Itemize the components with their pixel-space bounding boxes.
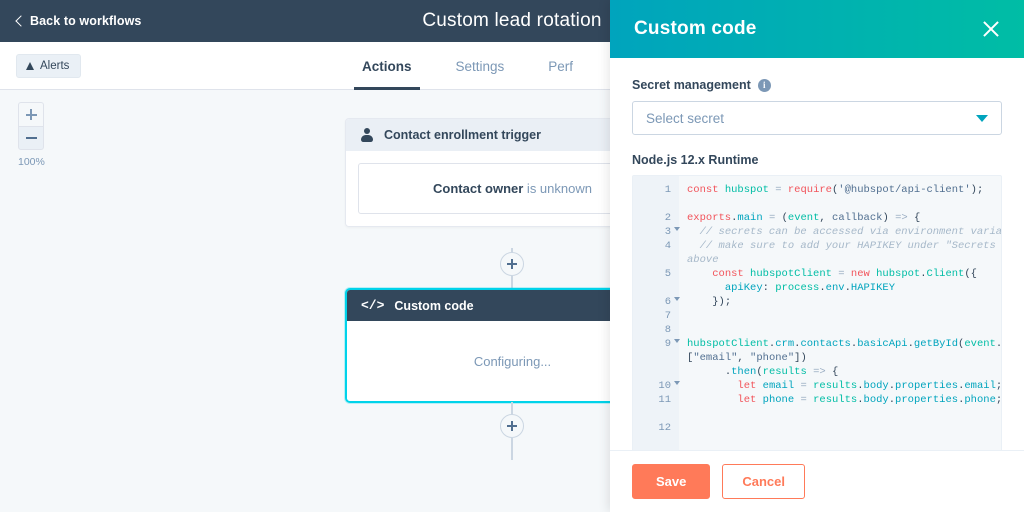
- panel-footer: Save Cancel: [610, 450, 1024, 512]
- secret-management-label: Secret management i: [632, 78, 1002, 92]
- back-to-workflows-link[interactable]: Back to workflows: [14, 14, 141, 28]
- tab-actions-label: Actions: [362, 58, 412, 74]
- editor-line-number: 10: [633, 379, 680, 393]
- editor-code-line: [687, 197, 1001, 211]
- fold-caret-icon[interactable]: [674, 227, 680, 231]
- editor-code-line: });: [712, 296, 732, 308]
- editor-line-number: [633, 351, 679, 365]
- secret-management-text: Secret management: [632, 78, 751, 92]
- cancel-button[interactable]: Cancel: [722, 464, 806, 499]
- minus-icon: [25, 137, 37, 139]
- zoom-level-label: 100%: [18, 156, 45, 168]
- editor-line-number: 8: [664, 324, 671, 336]
- editor-code-line: .then(results => {: [724, 366, 839, 378]
- connector-line-4: [511, 438, 513, 460]
- tab-performance[interactable]: Perf: [526, 42, 595, 90]
- editor-line-number: [633, 365, 679, 379]
- editor-code-line: let email = results.body.properties.emai…: [737, 380, 1002, 392]
- panel-title: Custom code: [634, 18, 757, 39]
- plus-circle-icon: [507, 259, 517, 269]
- editor-line-number: [633, 281, 679, 295]
- workflow-title: Custom lead rotation: [422, 10, 602, 31]
- plus-icon: [25, 109, 37, 120]
- warning-triangle-icon: [26, 62, 34, 70]
- editor-code-line: const hubspot = require('@hubspot/api-cl…: [687, 184, 984, 196]
- editor-line-number: [633, 253, 679, 267]
- fold-caret-icon[interactable]: [674, 297, 680, 301]
- editor-code-line: exports.main = (event, callback) => {: [687, 212, 921, 224]
- alerts-label: Alerts: [40, 60, 70, 72]
- editor-line-number: 11: [658, 394, 671, 406]
- panel-body: Secret management i Select secret Node.j…: [610, 58, 1024, 450]
- contact-person-icon: [360, 128, 374, 142]
- zoom-in-button[interactable]: [18, 102, 44, 126]
- select-secret-dropdown[interactable]: Select secret: [632, 101, 1002, 135]
- select-secret-value: Select secret: [646, 110, 725, 126]
- editor-line-number: [633, 197, 679, 211]
- editor-code-line: let phone = results.body.properties.phon…: [737, 394, 1002, 406]
- tab-performance-label: Perf: [548, 58, 574, 74]
- editor-code-line: hubspotClient.crm.contacts.basicApi.getB…: [687, 338, 1002, 364]
- info-icon[interactable]: i: [757, 78, 771, 92]
- panel-header: Custom code: [610, 0, 1024, 58]
- editor-line-number: [633, 407, 679, 421]
- add-step-button-2[interactable]: [500, 414, 524, 438]
- close-icon[interactable]: [980, 18, 1002, 40]
- editor-line-number: 2: [664, 212, 671, 224]
- tab-bar: Actions Settings Perf: [340, 42, 595, 90]
- criteria-condition: is unknown: [523, 181, 592, 196]
- editor-code-line: apiKey: process.env.HAPIKEY: [724, 282, 895, 294]
- alerts-button[interactable]: Alerts: [16, 54, 82, 78]
- criteria-property: Contact owner: [433, 181, 524, 196]
- tab-settings-label: Settings: [455, 58, 505, 74]
- editor-line-number: 7: [664, 310, 671, 322]
- zoom-out-button[interactable]: [18, 126, 44, 150]
- fold-caret-icon[interactable]: [674, 339, 680, 343]
- editor-line-number: 3: [633, 225, 680, 239]
- editor-line-number: [633, 435, 679, 449]
- fold-caret-icon[interactable]: [674, 381, 680, 385]
- editor-code-line: // secrets can be accessed via environme…: [687, 226, 1002, 238]
- zoom-controls: 100%: [18, 102, 45, 168]
- editor-line-number: 5: [664, 268, 671, 280]
- editor-line-number: 12: [658, 422, 671, 434]
- save-button[interactable]: Save: [632, 464, 711, 499]
- editor-code-line: [687, 309, 1001, 323]
- editor-line-number: 6: [633, 295, 680, 309]
- code-brackets-icon: </>: [361, 298, 385, 313]
- connector-line-2: [511, 276, 513, 290]
- editor-line-number: 1: [664, 184, 671, 196]
- back-to-workflows-label: Back to workflows: [30, 14, 142, 28]
- custom-code-panel: Custom code Secret management i Select s…: [610, 0, 1024, 512]
- chevron-down-icon: [976, 114, 988, 122]
- editor-code-line: const hubspotClient = new hubspot.Client…: [712, 268, 977, 280]
- code-node-title: Custom code: [394, 298, 474, 313]
- editor-line-number: 9: [633, 337, 680, 351]
- editor-code-area[interactable]: const hubspot = require('@hubspot/api-cl…: [679, 176, 1002, 450]
- add-step-button-1[interactable]: [500, 252, 524, 276]
- editor-code-line: // make sure to add your HAPIKEY under "…: [687, 240, 996, 266]
- editor-line-number: 4: [664, 240, 671, 252]
- runtime-label: Node.js 12.x Runtime: [632, 153, 759, 167]
- tab-actions[interactable]: Actions: [340, 42, 434, 90]
- plus-circle-icon: [507, 421, 517, 431]
- trigger-node-title: Contact enrollment trigger: [384, 128, 541, 142]
- tab-settings[interactable]: Settings: [434, 42, 527, 90]
